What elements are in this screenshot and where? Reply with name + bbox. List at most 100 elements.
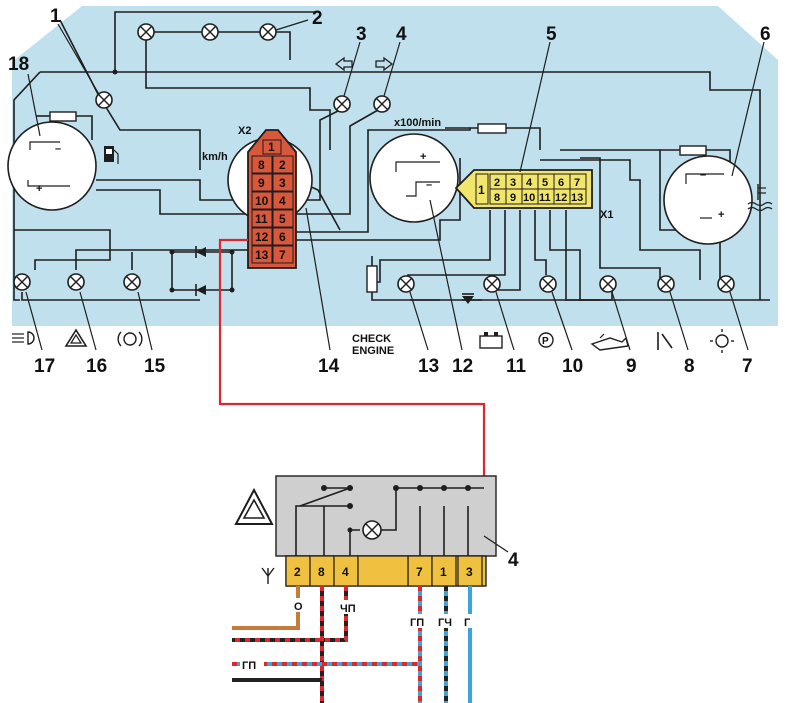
indicator-lamp [717,275,735,293]
x1-pin-label: 9 [510,192,516,204]
callout-10: 10 [562,356,583,377]
x2-pin-cell [251,209,273,228]
x2-pin-label: 6 [279,230,286,244]
x1-pin-label: 11 [539,192,551,204]
indicator-lamp [259,23,277,41]
x1-pin-label: 7 [574,177,580,189]
x1-pin-label: 12 [555,192,567,204]
svg-text:+: + [718,209,724,221]
x2-pin-cell [262,139,282,155]
indicator-lamp [333,95,351,113]
wire-code-chp: ЧП [340,603,356,615]
resistor-temp-gauge [679,145,707,156]
relay-pin-cell [333,555,359,587]
x1-pin-label: 5 [542,177,548,189]
relay-callout-4: 4 [508,550,519,571]
battery-icon [479,332,503,349]
relay-pin-label: 1 [440,565,447,579]
wire-code-g: Г [464,617,471,629]
x1-pin-label: 10 [523,192,535,204]
engine-label: ENGINE [352,345,394,357]
x2-pin-label: 11 [255,212,268,226]
x1-pin-cell [475,173,489,205]
callouts: 1 2 3 4 5 6 18 17 16 15 14 13 12 11 10 9… [8,6,771,377]
hazard-signal-wire [218,238,486,488]
x2-pin-label: 3 [279,176,286,190]
callout-3: 3 [356,24,367,45]
x2-pin-label: 10 [255,194,269,208]
parking-brake-icon: P [538,332,554,348]
callout-7: 7 [742,356,753,377]
choke-icon [657,332,673,350]
side-lights-icon [710,329,734,353]
relay-pin-label: 2 [294,565,301,579]
x2-pin-cell [272,245,294,264]
x2-pin-label: 9 [258,176,265,190]
relay-pin-cell [431,555,457,587]
relay-pin-label: 4 [342,565,349,579]
antenna-ground-icon [261,567,275,584]
callout-12: 12 [452,356,473,377]
x2-pin-cell [272,191,294,210]
callout-18: 18 [8,54,29,75]
x2-pin-label: 5 [279,212,286,226]
coolant-temp-icon [747,184,773,212]
indicator-lamp [13,273,31,291]
x2-pin-label: 7 [279,248,286,262]
indicator-lamp [539,275,557,293]
turn-left-arrow-icon [334,56,353,72]
fuel-gauge: – + [7,121,97,211]
x1-pin-label: 4 [526,177,533,189]
x1-pin-label: 8 [494,192,500,204]
indicator-lamps [13,23,735,293]
x2-pin-label: 4 [279,194,286,208]
indicator-lamp [201,23,219,41]
brake-warning-icon [117,331,143,347]
indicator-lamp [397,275,415,293]
x2-pin-label: 1 [268,140,275,154]
x100-label: x100/min [394,117,441,129]
resistor-fuel-gauge [49,111,77,122]
kmh-label: km/h [202,151,228,163]
x2-pin-cell [251,173,273,192]
x2-pin-cell [251,227,273,246]
indicator-lamp [373,95,391,113]
x1-pin-label: 3 [510,177,516,189]
x2-pin-cell [272,155,294,174]
callout-1: 1 [50,6,61,27]
svg-text:–: – [55,143,61,155]
x1-pin-cell [569,188,587,205]
x1-pin-label: 1 [478,183,485,197]
x2-pin-cell [272,227,294,246]
callout-15: 15 [144,356,166,377]
svg-text:+: + [420,151,426,163]
callout-17: 17 [34,356,55,377]
svg-text:–: – [700,169,706,181]
oil-pressure-icon [590,333,629,351]
indicator-lamp [657,275,675,293]
relay-pin-label: 8 [318,565,325,579]
callout-4: 4 [396,24,407,45]
callout-11: 11 [506,356,527,377]
relay-pin-label: 3 [466,565,473,579]
x1-label: X1 [600,209,613,221]
hazard-triangle-icon [64,328,88,347]
callout-5: 5 [546,24,557,45]
x2-pin-cell [251,245,273,264]
wire-code-o: О [294,601,303,613]
indicator-lamp [67,273,85,291]
indicator-lamp [483,275,501,293]
callout-14: 14 [318,356,340,377]
indicator-lamp [123,273,141,291]
x1-pin-label: 2 [494,177,500,189]
callout-16: 16 [86,356,107,377]
x2-pin-label: 12 [255,230,269,244]
wire-code-gp-left: ГП [242,660,256,672]
x1-pin-label: 6 [558,177,564,189]
relay-pin-blank [357,555,409,587]
indicator-lamp [137,23,155,41]
wire-code-gp: ГП [410,617,424,629]
check-label: CHECK [352,333,391,345]
